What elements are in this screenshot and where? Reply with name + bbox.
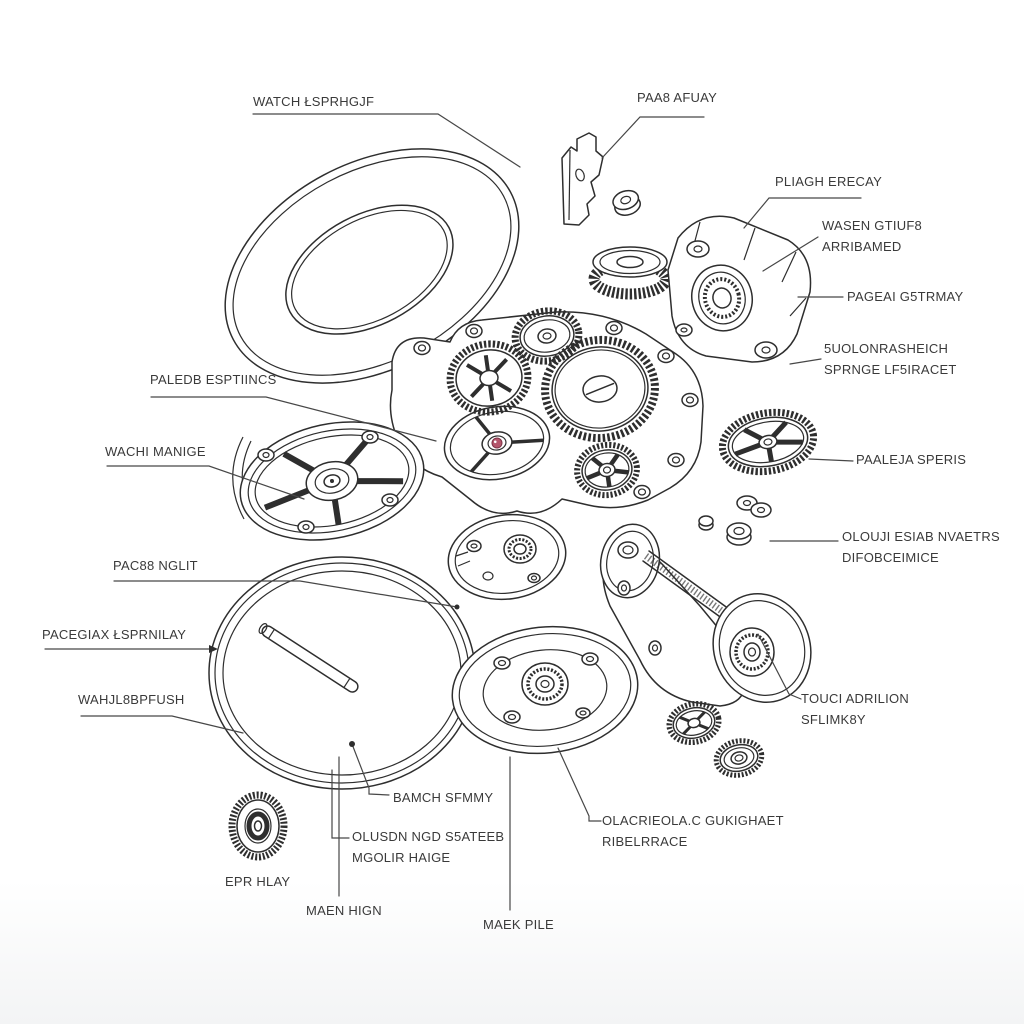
label-ring-inner: BAMCH SFMMY (393, 790, 494, 805)
big-gear (541, 335, 659, 443)
screw-cluster-part (698, 495, 772, 546)
setting-lever-part (561, 132, 604, 226)
small-gear-a-part (666, 700, 722, 746)
crown-button-part (228, 791, 288, 861)
balance-wheel (443, 405, 551, 481)
case-segment-part (667, 215, 812, 363)
winding-bridge-part (599, 523, 812, 707)
label-watch-crystal: WATCH ŁSPRHGJF (253, 94, 375, 109)
label-crown-button: EPR HLAY (225, 874, 291, 889)
winding-crown-part (588, 246, 672, 300)
gasket-ring-part (208, 556, 476, 790)
label-plate-screw: PLIAGH ERECAY (775, 174, 883, 189)
train-wheel-part (232, 421, 425, 541)
label-washer-group: WASEN GTIUF8 ARRIBAMED (822, 218, 923, 254)
center-movement-part (447, 513, 567, 601)
label-winding-drum: TOUCI ADRILION SFLIMK8Y (801, 691, 910, 727)
small-washer-part (612, 189, 641, 216)
label-back-bearing: OLACRIEOLA.C GUKIGHAET RIBELRRACE (602, 813, 784, 849)
label-main-plate: PALEDB ESPTIINCS (150, 372, 277, 387)
label-screw-set: OLOUJI ESIAB NVAETRS DIFOBCEIMICE (842, 529, 1000, 565)
label-ratchet-wheel: PAALEJA SPERIS (856, 452, 967, 467)
ratchet-wheel-part (718, 408, 818, 476)
label-ring-gasket: WAHJL8BPFUSH (78, 692, 185, 707)
main-plate-part (389, 307, 704, 515)
label-pin-axle: PACEGIAX ŁSPRNILAY (42, 627, 187, 642)
label-main-ring: MAEN HIGN (306, 903, 382, 918)
label-case-segment: PAGEAI G5TRMAY (847, 289, 964, 304)
leader-lines (44, 113, 862, 911)
top-gear (511, 307, 583, 365)
label-balance-wheel: WACHI MANIGE (105, 444, 206, 459)
case-back-part (451, 625, 639, 755)
label-movement-ring: OLUSDN NGD S5ATEEB MGOLIR HAIGE (352, 829, 505, 865)
label-case-back: MAEK PILE (483, 917, 554, 932)
five-spoke-gear (574, 441, 640, 499)
label-train-wheel: PAC88 NGLIT (113, 558, 198, 573)
small-gear-b-part (713, 738, 765, 778)
label-case-clamp: PAA8 AFUAY (637, 90, 718, 105)
pin-axle-part (258, 623, 359, 693)
label-mainspring: 5UOLONRASHEICH SPRNGE LF5IRACET (824, 341, 957, 377)
